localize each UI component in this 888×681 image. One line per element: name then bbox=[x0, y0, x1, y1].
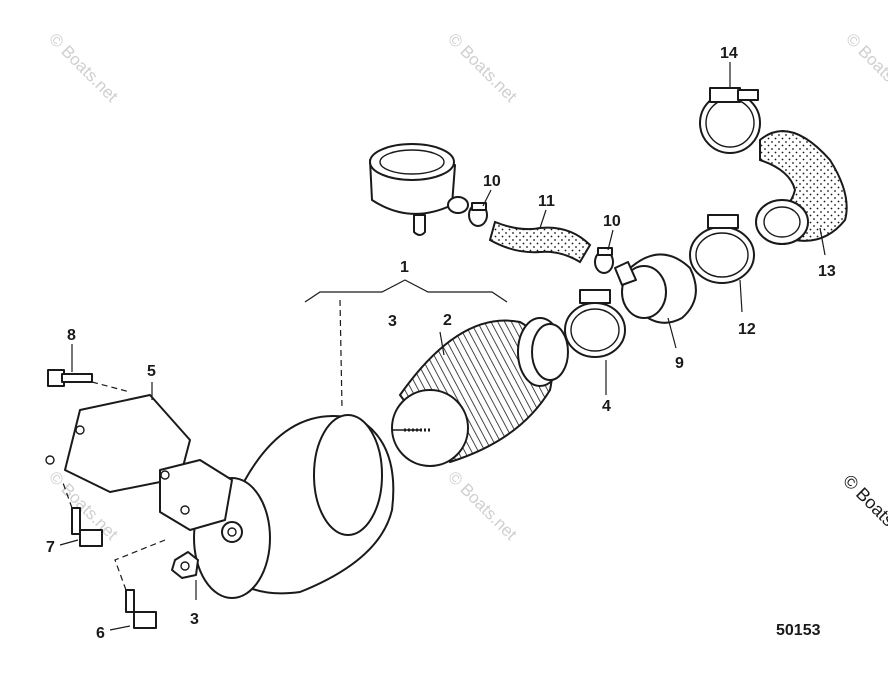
rubber-coupler bbox=[614, 253, 697, 324]
leader-lines bbox=[59, 62, 826, 631]
callout-8: 8 bbox=[67, 327, 76, 344]
watermark-text: © Boats.net bbox=[842, 29, 888, 106]
nut bbox=[171, 551, 199, 579]
callout-5: 5 bbox=[147, 363, 156, 380]
mounting-bracket bbox=[45, 394, 233, 531]
callout-11: 11 bbox=[538, 193, 555, 210]
hose-clamp-large bbox=[699, 87, 761, 154]
callout-9: 9 bbox=[675, 355, 684, 372]
watermark-text: © Boats.net bbox=[444, 467, 521, 544]
watermark-text: © Boats.net bbox=[45, 29, 122, 106]
hose-clamp-large bbox=[564, 289, 626, 358]
breather-cap bbox=[369, 143, 469, 236]
figure-number: 50153 bbox=[776, 622, 821, 639]
watermark-text: © Boats.net bbox=[444, 29, 521, 106]
callout-7: 7 bbox=[46, 539, 55, 556]
hose-clamp-small bbox=[468, 202, 488, 227]
callout-12: 12 bbox=[738, 321, 756, 338]
callout-10: 10 bbox=[603, 213, 621, 230]
callout-6: 6 bbox=[96, 625, 105, 642]
bolt bbox=[125, 589, 157, 629]
callout-1: 1 bbox=[400, 259, 409, 276]
callout-3: 3 bbox=[190, 611, 199, 628]
callout-10: 10 bbox=[483, 173, 501, 190]
assembly-bracket bbox=[304, 279, 508, 303]
breather-hose bbox=[488, 220, 592, 264]
elbow-hose bbox=[755, 130, 848, 245]
callout-14: 14 bbox=[720, 45, 738, 62]
bolt bbox=[71, 507, 103, 547]
hose-clamp-large bbox=[689, 214, 755, 284]
air-filter-housing bbox=[193, 414, 395, 599]
callout-13: 13 bbox=[818, 263, 836, 280]
screw bbox=[47, 369, 93, 387]
watermark-text-dark: © Boats.net bbox=[839, 471, 888, 552]
assembly-lines bbox=[61, 299, 343, 591]
callout-2: 2 bbox=[443, 312, 452, 329]
callout-labels: 1 2 3 3 4 5 6 7 8 9 10 10 11 12 13 14 50… bbox=[46, 45, 836, 642]
callout-4: 4 bbox=[602, 398, 611, 415]
hose-clamp-small bbox=[594, 247, 614, 274]
callout-3: 3 bbox=[388, 313, 397, 330]
air-filter-element bbox=[391, 317, 569, 467]
